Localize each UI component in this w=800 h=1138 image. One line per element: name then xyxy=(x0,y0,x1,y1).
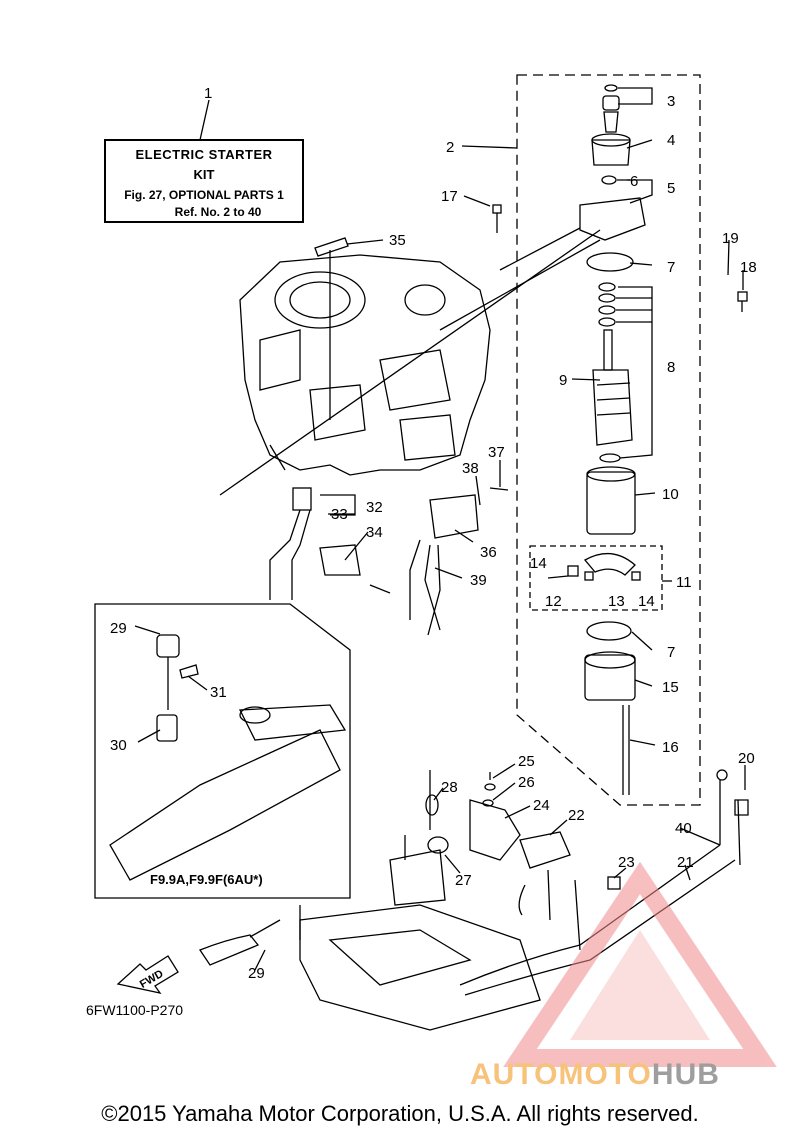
callout-7a: 7 xyxy=(667,259,675,276)
callout-36: 36 xyxy=(480,544,497,561)
callout-32: 32 xyxy=(366,499,383,516)
callout-8: 8 xyxy=(667,359,675,376)
engine-block-drawing xyxy=(239,254,491,476)
callout-22: 22 xyxy=(568,807,585,824)
callout-11: 11 xyxy=(676,574,692,591)
copyright-notice: ©2015 Yamaha Motor Corporation, U.S.A. A… xyxy=(101,1101,699,1126)
watermark-part-a: AUTOMOTO xyxy=(470,1058,652,1091)
callout-29a: 29 xyxy=(110,620,127,637)
callout-38: 38 xyxy=(462,460,479,477)
callout-16: 16 xyxy=(662,739,679,756)
fwd-arrow: FWD xyxy=(116,955,179,994)
watermark-logo xyxy=(503,861,777,1067)
kit-boundary-dashed xyxy=(516,74,701,806)
callout-40: 40 xyxy=(675,820,692,837)
kit-title: ELECTRIC STARTER xyxy=(135,147,273,162)
callout-24: 24 xyxy=(533,797,550,814)
callout-21: 21 xyxy=(677,854,694,871)
variant-note: F9.9A,F9.9F(6AU*) xyxy=(150,872,263,887)
callout-23: 23 xyxy=(618,854,635,871)
callout-31: 31 xyxy=(210,684,227,701)
callout-3: 3 xyxy=(667,93,675,110)
callout-13: 13 xyxy=(608,593,625,610)
callout-18: 18 xyxy=(740,259,757,276)
callout-14b: 14 xyxy=(638,593,655,610)
callout-2: 2 xyxy=(446,139,454,156)
drawing-code: 6FW1100-P270 xyxy=(86,1002,184,1018)
callout-27: 27 xyxy=(455,872,472,889)
callout-39: 39 xyxy=(470,572,487,589)
callout-15: 15 xyxy=(662,679,679,696)
callout-7b: 7 xyxy=(667,644,675,661)
callout-28: 28 xyxy=(441,779,458,796)
callout-17: 17 xyxy=(441,188,458,205)
kit-info-box: ELECTRIC STARTER KIT Fig. 27, OPTIONAL P… xyxy=(104,139,304,223)
watermark-text: AUTOMOTOHUB xyxy=(470,1058,720,1092)
callout-leaders xyxy=(134,87,746,971)
callout-29b: 29 xyxy=(248,965,265,982)
tiller-inset-box xyxy=(94,603,351,899)
callout-33: 33 xyxy=(331,506,348,523)
callout-9: 9 xyxy=(559,372,567,389)
watermark-part-b: HUB xyxy=(651,1058,720,1091)
starter-motor-parts xyxy=(579,84,646,795)
brush-holder-parts xyxy=(547,553,641,581)
callout-37: 37 xyxy=(488,444,505,461)
callout-26: 26 xyxy=(518,774,535,791)
callout-5: 5 xyxy=(667,180,675,197)
callout-6: 6 xyxy=(630,173,638,190)
callout-10: 10 xyxy=(662,486,679,503)
kit-subtitle: KIT xyxy=(193,167,215,182)
callout-25: 25 xyxy=(518,753,535,770)
callout-1: 1 xyxy=(204,85,212,102)
callout-numbers: 1 2 3 4 5 6 7 8 9 10 11 12 13 14 14 7 15… xyxy=(110,85,757,982)
lower-parts-drawing xyxy=(199,769,749,1031)
callout-20: 20 xyxy=(738,750,755,767)
bolt-17 xyxy=(492,204,502,214)
tiller-handle-drawing xyxy=(109,634,347,881)
callout-14a: 14 xyxy=(530,555,547,572)
kit-ref-range: Ref. No. 2 to 40 xyxy=(174,205,262,219)
callout-12: 12 xyxy=(545,593,562,610)
callout-4: 4 xyxy=(667,132,675,149)
callout-30: 30 xyxy=(110,737,127,754)
callout-19: 19 xyxy=(722,230,739,247)
kit-reference: Fig. 27, OPTIONAL PARTS 1 xyxy=(124,188,284,202)
brush-holder-box xyxy=(529,545,663,611)
callout-35: 35 xyxy=(389,232,406,249)
callout-34: 34 xyxy=(366,524,383,541)
